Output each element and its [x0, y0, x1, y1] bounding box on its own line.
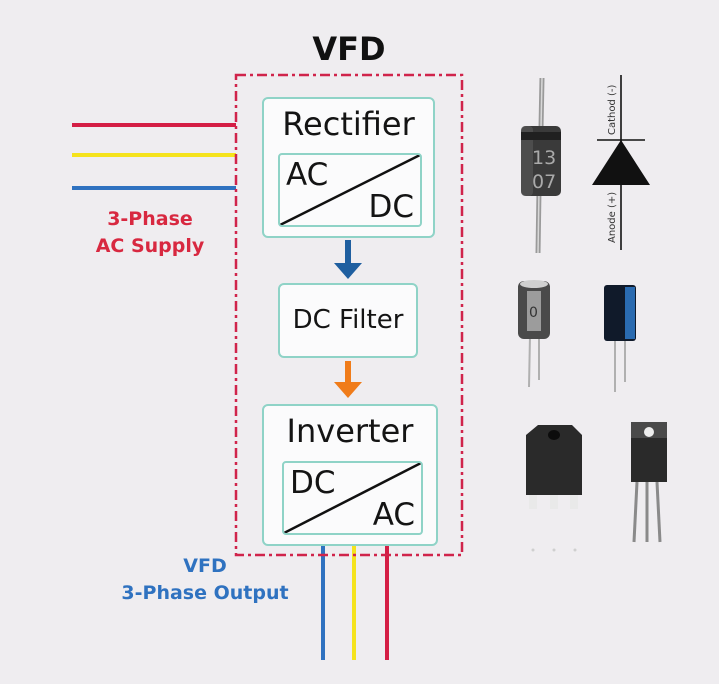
capacitor-grey-icon: 0	[518, 280, 550, 388]
diagram-title: VFD	[312, 30, 386, 68]
cathode-label: Cathod (-)	[607, 84, 618, 135]
diode-marking-top: 13	[532, 147, 556, 169]
diode-symbol-icon	[592, 75, 650, 250]
input-supply-label: 3-Phase AC Supply	[75, 206, 225, 260]
dc-filter-title: DC Filter	[292, 305, 404, 335]
conversion-divider-line	[280, 155, 420, 225]
rectifier-title: Rectifier	[282, 105, 415, 143]
anode-label: Anode (+)	[607, 191, 618, 243]
inverter-output-type: AC	[372, 497, 415, 533]
rectifier-input-type: AC	[286, 157, 329, 193]
input-label-line1: 3-Phase	[107, 208, 193, 230]
output-label: VFD 3-Phase Output	[100, 553, 310, 607]
inverter-title: Inverter	[286, 412, 414, 450]
dc-filter-block: DC Filter	[278, 283, 418, 358]
arrow-filter-to-inverter	[334, 361, 362, 401]
inverter-block: Inverter DC AC	[262, 404, 438, 546]
diode-marking-bottom: 07	[532, 171, 556, 193]
output-label-line2: 3-Phase Output	[121, 582, 289, 604]
input-label-line2: AC Supply	[95, 235, 205, 257]
rectifier-conversion-box: AC DC	[278, 153, 422, 227]
inverter-input-type: DC	[290, 465, 336, 501]
rectifier-output-type: DC	[368, 189, 414, 225]
down-arrow-icon	[334, 240, 362, 279]
svg-text:0: 0	[529, 305, 538, 321]
down-arrow-icon	[334, 361, 362, 398]
conversion-divider-line	[284, 463, 421, 533]
arrow-rectifier-to-filter	[334, 240, 362, 280]
vfd-enclosure-border	[234, 73, 464, 557]
power-transistor-icon	[631, 422, 667, 543]
igbt-transistor-icon	[526, 425, 582, 552]
diode-component-icon: 13 07	[521, 78, 561, 254]
rectifier-block: Rectifier AC DC	[262, 97, 435, 238]
capacitor-blue-icon	[604, 285, 636, 392]
inverter-conversion-box: DC AC	[282, 461, 423, 535]
output-label-line1: VFD	[183, 555, 227, 577]
